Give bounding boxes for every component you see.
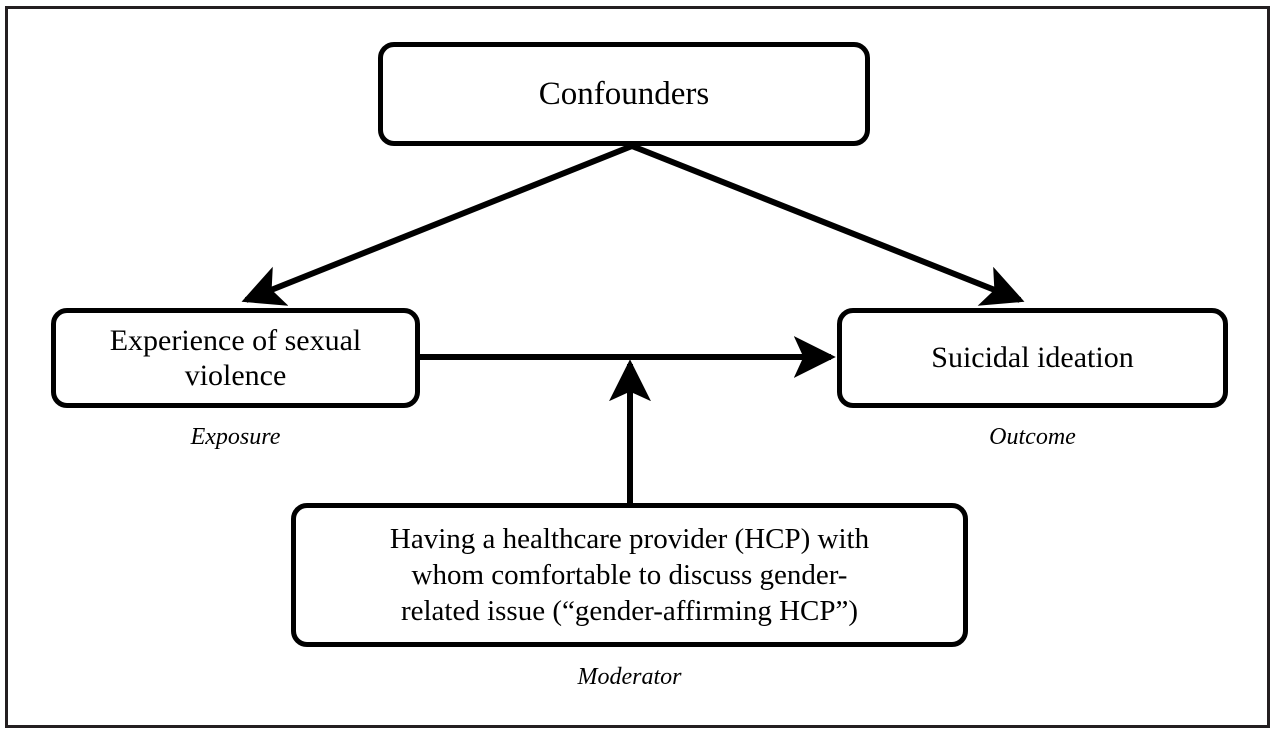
caption-moderator: Moderator [577,664,682,690]
node-confounders[interactable]: Confounders [378,42,870,146]
node-moderator[interactable]: Having a healthcare provider (HCP) with … [291,503,968,647]
node-exposure[interactable]: Experience of sexual violence [51,308,420,408]
caption-exposure: Exposure [190,424,281,450]
node-outcome-label: Suicidal ideation [931,341,1134,375]
caption-outcome: Outcome [989,424,1076,450]
node-exposure-label: Experience of sexual violence [109,323,362,392]
node-confounders-label: Confounders [538,75,710,112]
node-moderator-label: Having a healthcare provider (HCP) with … [389,522,870,628]
node-outcome[interactable]: Suicidal ideation [837,308,1228,408]
